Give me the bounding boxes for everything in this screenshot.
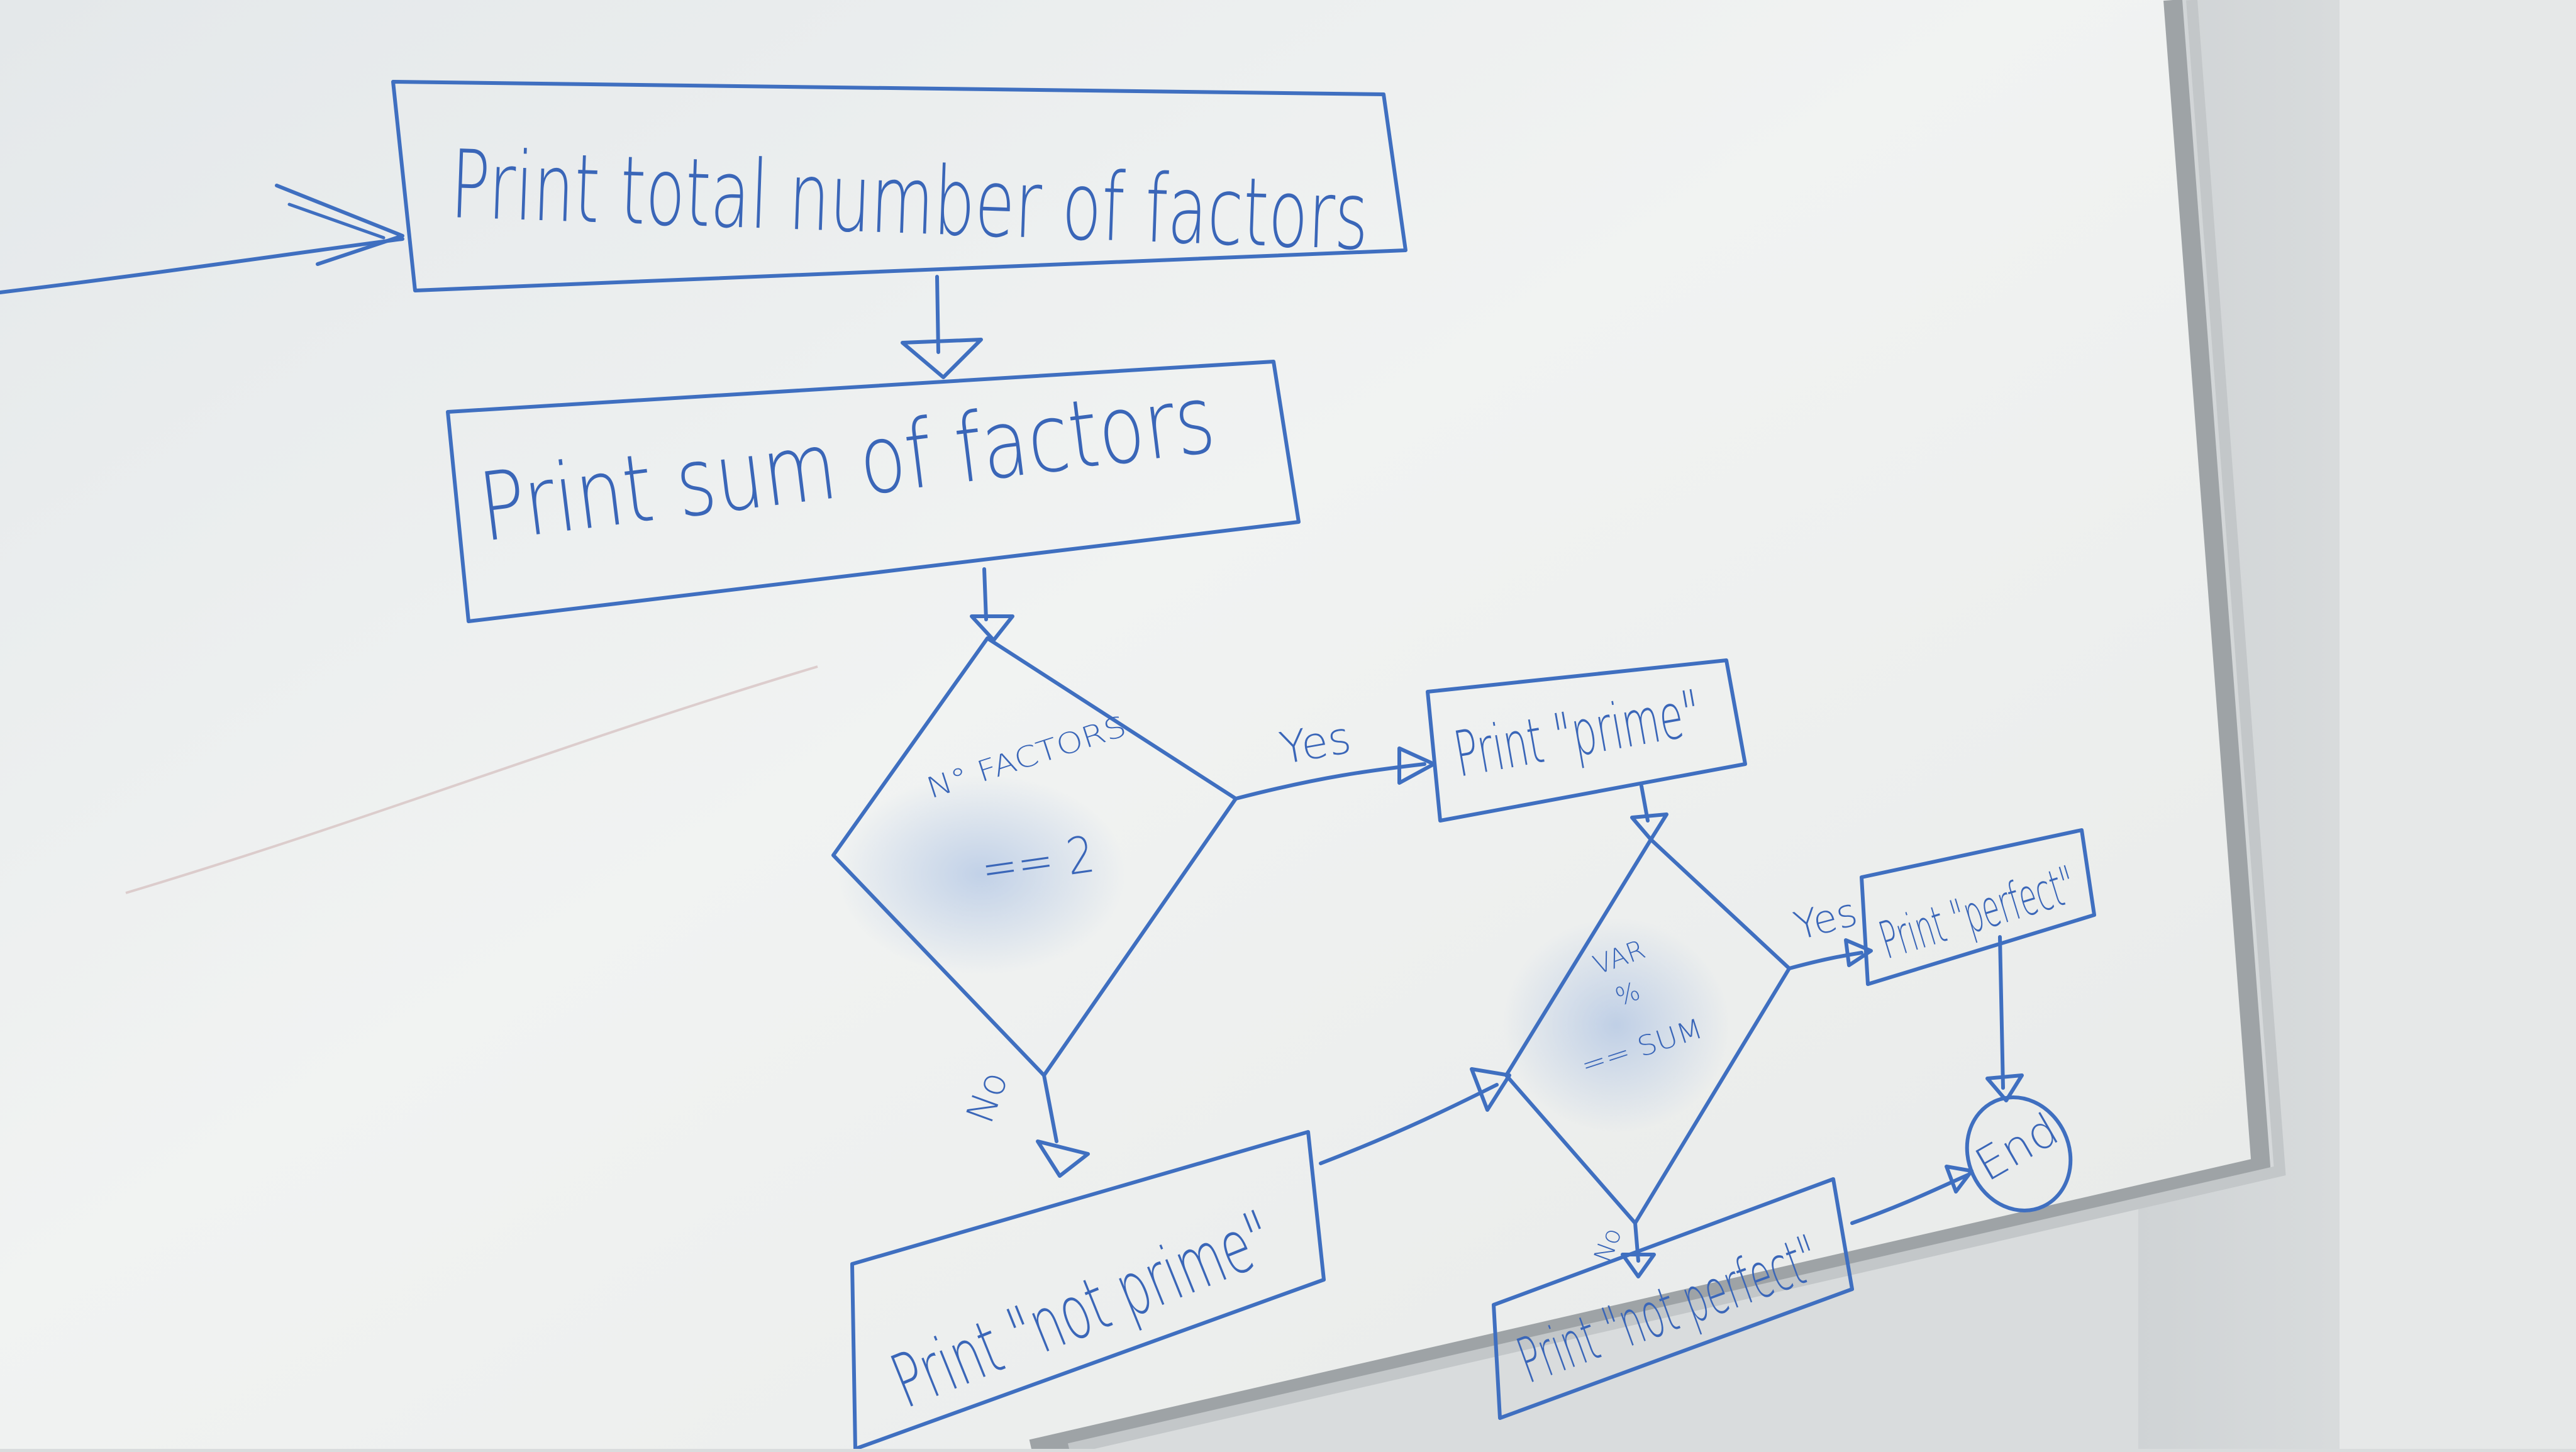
arrow-perfect-to-end: [1985, 935, 2024, 1102]
whiteboard-frame-edge: [1067, 0, 2286, 1452]
arrow-sum-to-decision: [970, 567, 1014, 642]
arrow-not-perfect-to-end: [1850, 1165, 1974, 1225]
edge-label-factors-yes: Yes: [1276, 711, 1355, 774]
wall-light: [2340, 0, 2576, 1449]
whiteboard-frame: [1029, 0, 2270, 1452]
incoming-arrow: [0, 184, 404, 294]
node-decision-num-factors: N° FACTORS == 2: [831, 636, 1238, 1077]
arrow-not-prime-to-decision2: [1319, 1067, 1511, 1165]
arrow-factors-yes: Yes: [1234, 711, 1436, 801]
stray-mark: [125, 665, 818, 894]
arrow-total-to-sum: [901, 275, 983, 379]
node-decision-sum: VAR % == SUM: [1503, 838, 1791, 1225]
arrow-prime-to-decision2: [1630, 784, 1668, 841]
